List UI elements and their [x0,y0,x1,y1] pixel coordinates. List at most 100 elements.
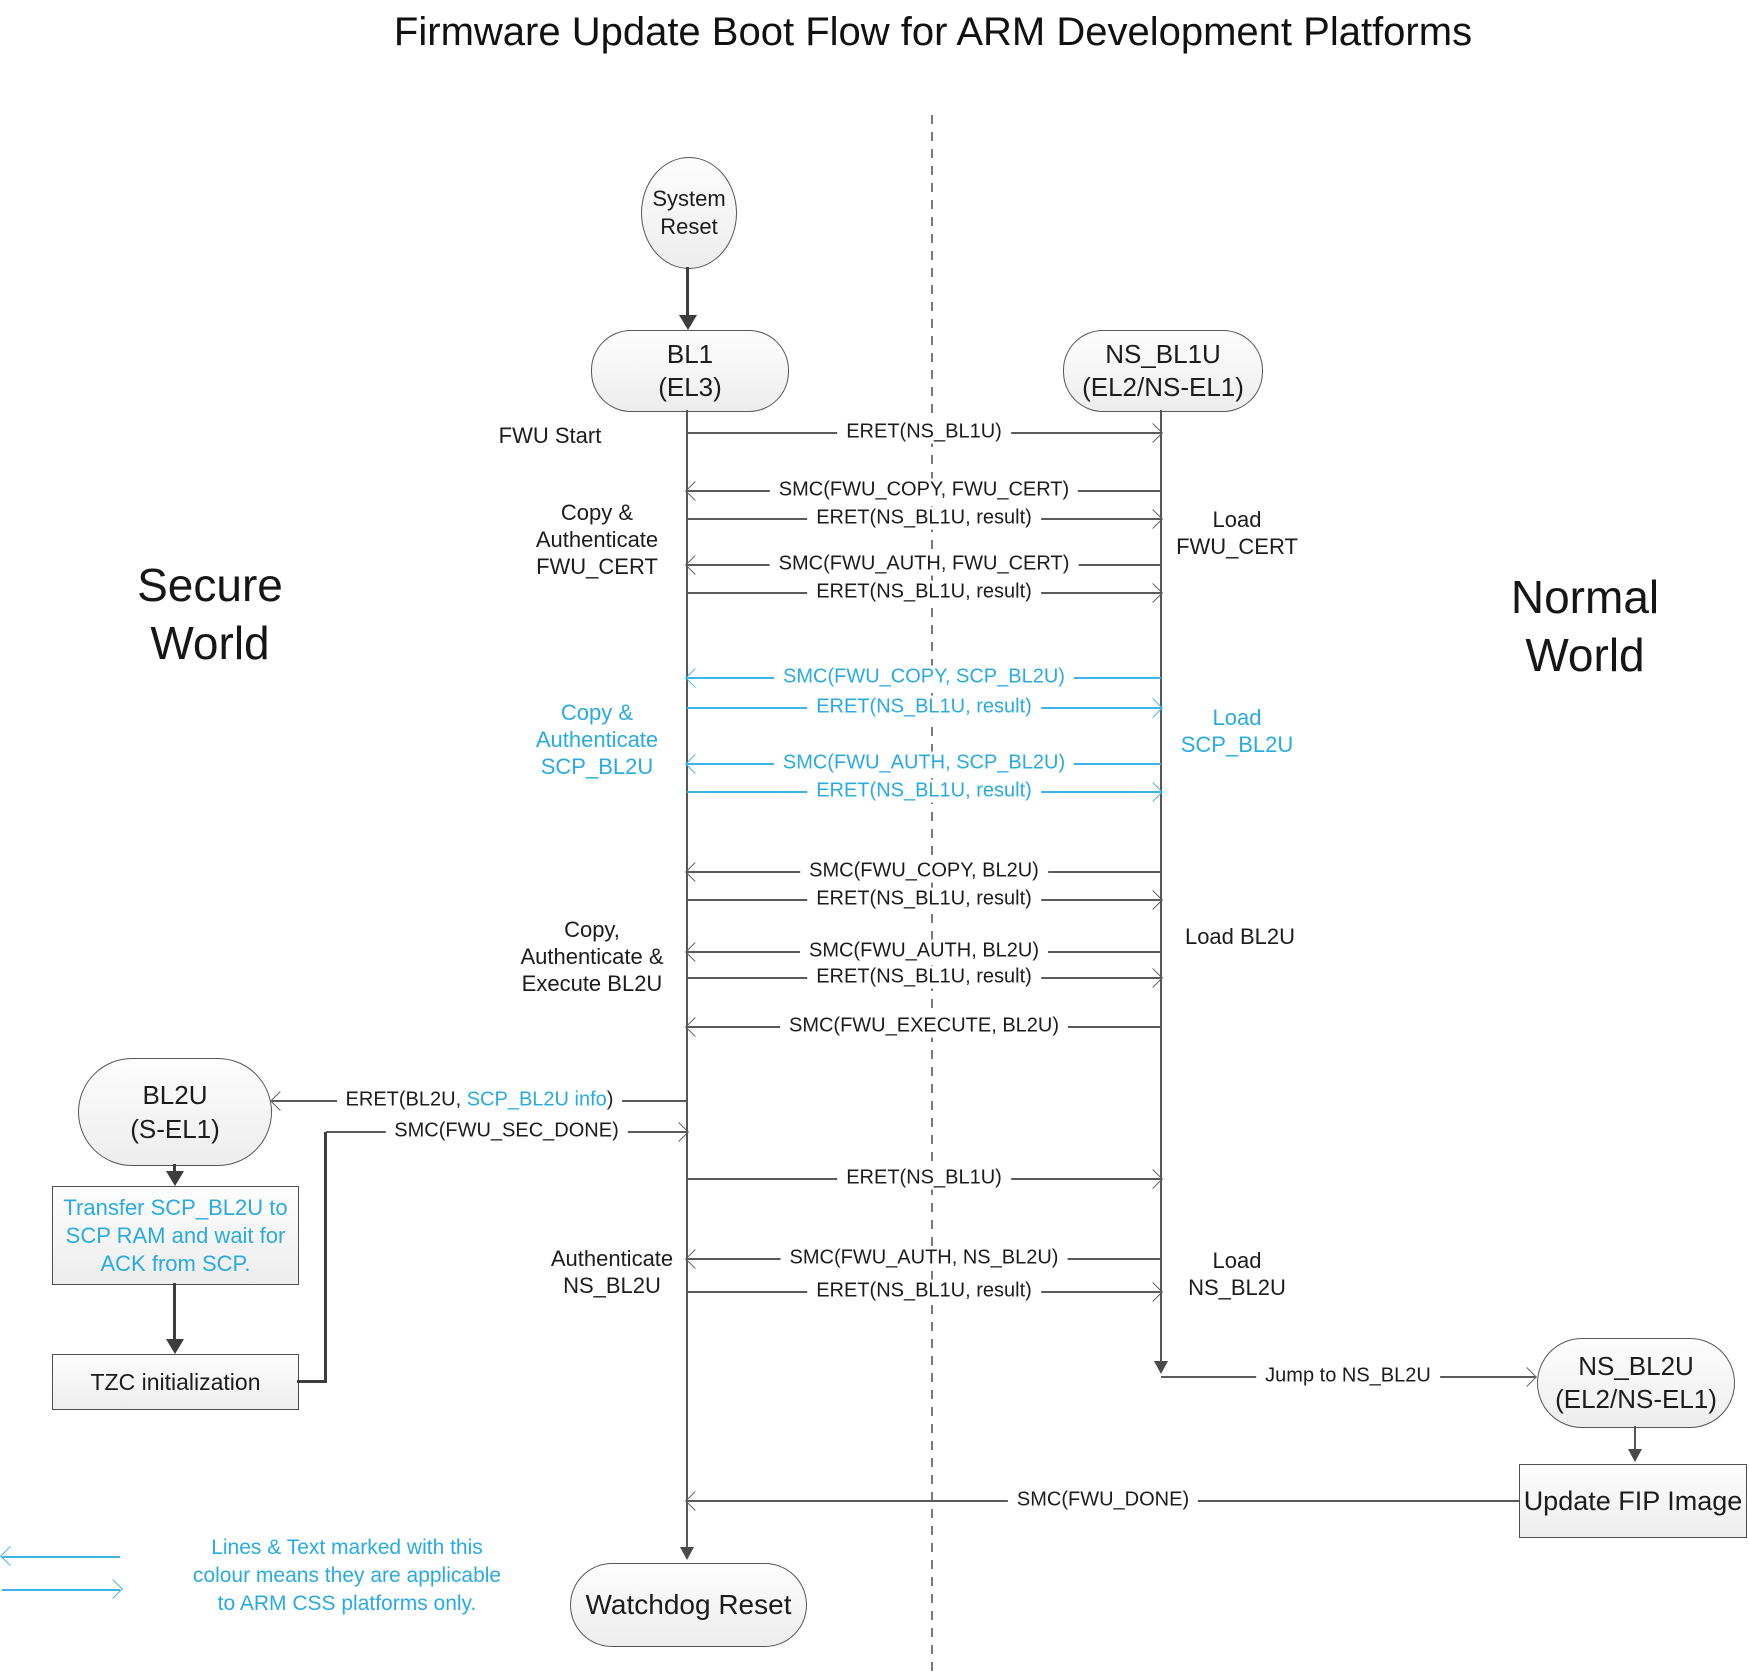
node-bl1: BL1 (EL3) [591,330,789,412]
side-label-line: Authenticate [535,527,659,552]
side-label-line: SCP_BL2U [540,754,654,779]
message-label: SMC(FWU_COPY, BL2U) [800,859,1048,883]
tzc-feedback-line-vertical [324,1132,327,1382]
legend-text: Lines & Text marked with this colour mea… [193,1534,501,1618]
arrowhead-left-icon [685,942,705,962]
message-label: ERET(NS_BL1U, result) [807,779,1041,803]
ns-bl1u-lifeline-end-arrowhead-icon [1154,1361,1168,1374]
message-label: ERET(NS_BL1U, result) [807,1279,1041,1303]
side-label-line: Load BL2U [1184,924,1296,949]
bl2u-to-transfer-arrowhead-icon [166,1171,184,1186]
arrowhead-left-icon [685,754,705,774]
side-label-line: FWU Start [498,423,602,448]
transfer-line3: ACK from SCP. [100,1250,251,1276]
message-label: SMC(FWU_EXECUTE, BL2U) [779,1014,1069,1038]
transfer-to-tzc-arrowhead-icon [166,1339,184,1354]
legend-line3: to ARM CSS platforms only. [217,1592,477,1615]
legend-arrow-right-line [2,1589,120,1591]
legend-arrow-left-line [2,1556,120,1558]
arrowhead-left-icon [685,1249,705,1269]
side-label-fwu-start: FWU Start [499,422,602,449]
secure-world-label: Secure World [137,556,283,672]
arrowhead-left-icon [685,481,705,501]
tzc-feedback-line-horizontal [297,1380,327,1383]
tzc-label: TZC initialization [90,1368,261,1395]
message-label: SMC(FWU_SEC_DONE) [385,1119,628,1143]
side-label-line: FWU_CERT [1176,534,1298,559]
ns-bl2u-line1: NS_BL2U [1578,1351,1694,1381]
message-label: SMC(FWU_AUTH, FWU_CERT) [769,552,1079,576]
bl1-lifeline [686,410,688,1549]
message-label-part: SCP_BL2U info [466,1088,607,1111]
system-reset-line1: System [652,186,726,211]
message-label: ERET(BL2U, SCP_BL2U info) [336,1088,623,1112]
arrowhead-right-icon [1517,1367,1537,1387]
side-label-line: NS_BL2U [1188,1275,1286,1300]
bl2u-to-transfer-arrow-line [173,1164,176,1173]
reset-to-bl1-arrowhead-icon [679,315,697,330]
message-label: ERET(NS_BL1U, result) [807,887,1041,911]
message-label: SMC(FWU_AUTH, SCP_BL2U) [773,751,1075,775]
node-transfer-scp-bl2u: Transfer SCP_BL2U to SCP RAM and wait fo… [52,1186,299,1285]
side-label-load-bl2u: Load BL2U [1185,923,1295,950]
ns-bl1u-lifeline [1160,410,1162,1362]
watchdog-reset-label: Watchdog Reset [585,1589,792,1620]
message-label: ERET(NS_BL1U) [837,1166,1011,1190]
side-label-line: FWU_CERT [536,554,658,579]
node-ns-bl1u: NS_BL1U (EL2/NS-EL1) [1063,330,1263,412]
side-label-line: Copy, [564,917,620,942]
ns-bl1u-line1: NS_BL1U [1105,339,1221,369]
normal-world-label: Normal World [1511,568,1659,684]
message-label-part: ) [606,1088,614,1111]
message-label: ERET(NS_BL1U, result) [807,580,1041,604]
node-system-reset: System Reset [641,157,737,269]
message-label: SMC(FWU_AUTH, NS_BL2U) [780,1246,1068,1270]
reset-to-bl1-arrow-line [686,267,689,316]
message-label-part: ERET(BL2U, [345,1088,467,1111]
node-update-fip-image: Update FIP Image [1519,1464,1747,1538]
legend-line1: Lines & Text marked with this [211,1536,483,1559]
message-label: ERET(NS_BL1U) [837,420,1011,444]
message-label: SMC(FWU_DONE) [1007,1488,1199,1512]
message-label: Jump to NS_BL2U [1256,1364,1440,1388]
secure-world-line1: Secure [137,559,283,611]
normal-world-line1: Normal [1510,571,1660,623]
node-tzc-initialization: TZC initialization [52,1354,299,1410]
side-label-line: Copy & [560,500,634,525]
transfer-line2: SCP RAM and wait for [65,1222,286,1248]
message-label: ERET(NS_BL1U, result) [807,506,1041,530]
side-label-line: Authenticate [550,1246,674,1271]
legend-arrowhead-left-icon [0,1546,20,1566]
transfer-line1: Transfer SCP_BL2U to [63,1194,288,1220]
arrowhead-left-icon [685,1017,705,1037]
message-label: ERET(NS_BL1U, result) [807,965,1041,989]
arrowhead-left-icon [685,862,705,882]
ns-bl2u-line2: (EL2/NS-EL1) [1555,1384,1717,1414]
message-label: ERET(NS_BL1U, result) [807,695,1041,719]
side-label-line: NS_BL2U [563,1273,661,1298]
secure-world-line2: World [150,617,270,669]
bl1-to-watchdog-arrowhead-icon [680,1547,694,1560]
arrowhead-left-icon [270,1091,290,1111]
side-label-line: Authenticate [535,727,659,752]
node-bl2u: BL2U (S-EL1) [78,1058,272,1166]
update-fip-label: Update FIP Image [1523,1485,1743,1516]
ns-bl2u-to-fip-arrowhead-icon [1628,1449,1642,1462]
side-label-copy-auth-exec-bl2u: Copy,Authenticate &Execute BL2U [520,916,663,997]
arrowhead-left-icon [685,555,705,575]
side-label-line: SCP_BL2U [1180,732,1294,757]
side-label-line: Copy & [560,700,634,725]
message-label: SMC(FWU_COPY, SCP_BL2U) [774,665,1074,689]
normal-world-line2: World [1525,629,1645,681]
bl1-line2: (EL3) [658,372,722,402]
bl2u-line1: BL2U [142,1080,208,1110]
side-label-line: Authenticate & [520,944,664,969]
system-reset-line2: Reset [660,214,718,239]
page-title: Firmware Update Boot Flow for ARM Develo… [393,10,1473,54]
legend-arrowhead-right-icon [103,1579,123,1599]
